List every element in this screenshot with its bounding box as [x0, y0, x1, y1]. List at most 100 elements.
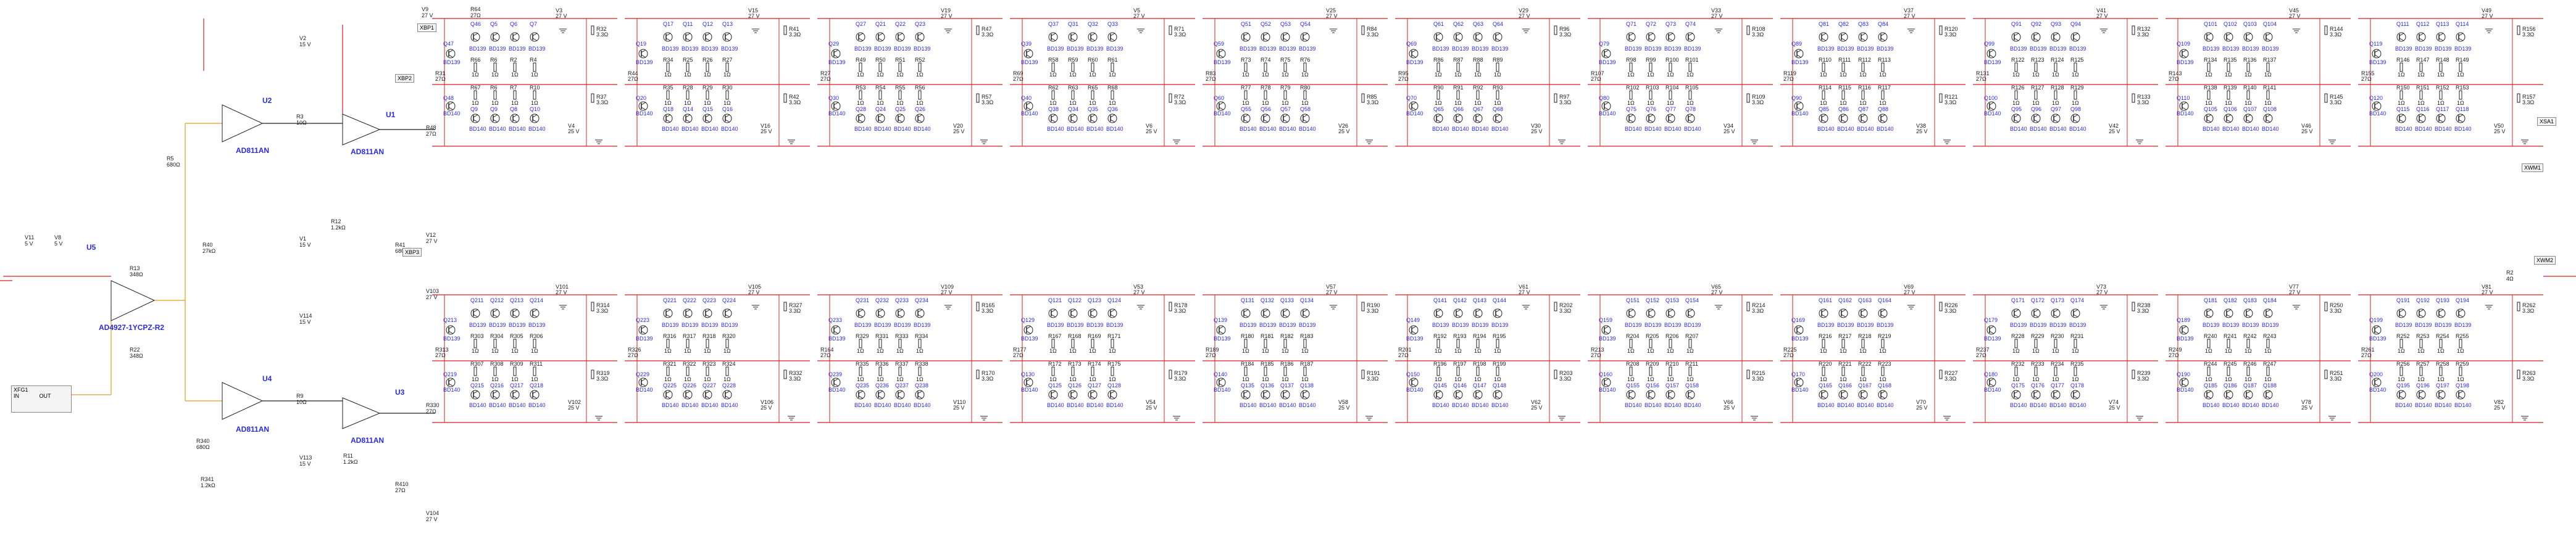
driver-q2-body [1601, 101, 1611, 111]
top-q0-name: Q161 [1819, 297, 1832, 303]
bottom-r0-value: 1Ω [1627, 100, 1635, 106]
top-q0-collector [665, 309, 671, 313]
top-q2-part: BD139 [2435, 46, 2452, 52]
driver-q1-name: Q39 [1021, 41, 1032, 47]
driver-q1-body [1216, 325, 1226, 335]
bottom-q2-part: BD140 [2049, 126, 2067, 132]
top-q2-body [1858, 308, 1868, 318]
wattmeter-xwm1[interactable]: XWM1 [2522, 163, 2543, 172]
supply-top-value: 27 V [1326, 13, 1338, 19]
bottom-r3-body [725, 90, 729, 100]
top-q2-part: BD139 [1086, 322, 1104, 328]
top-r0-name: R228 [2011, 333, 2025, 339]
top-r3-value: 1Ω [1686, 348, 1694, 354]
bottom-q2-collector [1668, 114, 1674, 118]
emitter-r1-name: R144 [2330, 26, 2343, 32]
bottom-r0-body [1051, 90, 1055, 100]
bottom-q3-part: BD140 [2069, 402, 2086, 408]
emitter-r1-value: 3.3Ω [1945, 308, 1957, 314]
bottom-r3-value: 1Ω [1686, 376, 1694, 382]
bottom-r0-name: R102 [1626, 84, 1640, 91]
emitter-r1-body [1939, 302, 1943, 311]
bottom-r2-value: 1Ω [1089, 376, 1096, 382]
top-r1-value: 1Ω [1262, 348, 1269, 354]
label-r48-name: R48 [426, 125, 436, 131]
bottom-q1-collector [1070, 390, 1076, 394]
bottom-q1-emitter [685, 119, 691, 123]
driver-q1-name: Q79 [1599, 41, 1609, 47]
top-q3-name: Q74 [1685, 21, 1696, 27]
bode-plotter-xbp3[interactable]: XBP3 [402, 248, 422, 257]
bottom-q1-body [683, 390, 693, 400]
bottom-q1-part: BD140 [1452, 402, 1469, 408]
driver-q2-part: BD140 [1984, 110, 2001, 117]
driver-q2-part: BD140 [2369, 387, 2386, 393]
top-q1-collector [1648, 309, 1654, 313]
emitter-r1-name: R41 [789, 26, 799, 32]
supply-bottom-value: 25 V [1916, 128, 1928, 134]
function-generator-xfg1[interactable]: XFG1 IN OUT [11, 385, 72, 413]
driver-q1-part: BD139 [828, 336, 846, 342]
top-q3-collector [532, 309, 538, 313]
top-q0-emitter [665, 314, 671, 318]
u3-part: AD811AN [351, 436, 384, 445]
driver-q1-part: BD139 [1984, 59, 2001, 65]
driver-q2-body [446, 101, 456, 111]
bottom-q2-name: Q167 [1858, 382, 1872, 389]
bottom-r2-value: 1Ω [511, 100, 519, 106]
spectrum-analyzer-xsa1[interactable]: XSA1 [2537, 117, 2557, 126]
bode-plotter-xbp2[interactable]: XBP2 [395, 74, 415, 83]
bottom-r1-body [1649, 366, 1653, 376]
top-q0-part: BD139 [854, 322, 872, 328]
top-r0-body [666, 62, 670, 72]
bottom-r0-name: R184 [1241, 361, 1254, 367]
bottom-q0-name: Q85 [1819, 106, 1829, 112]
bottom-r0-value: 1Ω [2012, 376, 2020, 382]
top-q0-name: Q221 [663, 297, 677, 303]
bottom-q1-emitter [1456, 119, 1461, 123]
top-q3-collector [2265, 33, 2271, 36]
top-q3-body [1107, 32, 1117, 42]
top-q3-name: Q54 [1300, 21, 1311, 27]
emitter-r2-name: R37 [596, 94, 607, 100]
top-q3-collector [1110, 33, 1115, 36]
emitter-r2-body [591, 93, 594, 103]
top-q2-collector [1283, 33, 1288, 36]
bottom-r2-value: 1Ω [1282, 376, 1289, 382]
top-r3-name: R149 [2456, 57, 2469, 63]
emitter-r1-value: 3.3Ω [789, 31, 801, 38]
top-r3-name: R195 [1493, 333, 1506, 339]
driver-q2-body [2372, 377, 2382, 387]
emitter-r2-name: R42 [789, 94, 799, 100]
top-r1-value: 1Ω [684, 72, 691, 78]
top-r1-name: R205 [1646, 333, 1659, 339]
emitter-r2-body [1746, 93, 1750, 103]
bode-plotter-xbp1-top[interactable]: XBP1 [417, 23, 437, 32]
driver-q1-part: BD139 [443, 336, 461, 342]
top-q3-emitter [1688, 38, 1693, 41]
label-r40-value: 27kΩ [202, 248, 216, 254]
bottom-q3-collector [1303, 114, 1308, 118]
bottom-q3-body [1107, 390, 1117, 400]
wattmeter-xwm2[interactable]: XWM2 [2534, 256, 2556, 265]
emitter-r1-name: R314 [596, 302, 610, 308]
driver-q2-part: BD140 [1406, 387, 1423, 393]
bottom-q0-emitter [665, 395, 671, 399]
driver-q2-name: Q80 [1599, 95, 1609, 101]
emitter-r2-value: 3.3Ω [1752, 376, 1764, 382]
top-q3-collector [1110, 309, 1115, 313]
bottom-q1-part: BD140 [874, 126, 891, 132]
label-v11-value: 5 V [25, 241, 33, 247]
bottom-r2-value: 1Ω [2052, 376, 2059, 382]
top-q3-part: BD139 [2454, 46, 2472, 52]
bottom-q3-body [1878, 390, 1888, 400]
top-q1-body [2031, 32, 2041, 42]
top-q0-name: Q37 [1048, 21, 1059, 27]
wire-layer [0, 19, 2576, 414]
top-q0-part: BD139 [2203, 46, 2220, 52]
top-r2-name: R206 [1665, 333, 1679, 339]
top-r2-body [1476, 62, 1480, 72]
top-q1-body [490, 32, 500, 42]
